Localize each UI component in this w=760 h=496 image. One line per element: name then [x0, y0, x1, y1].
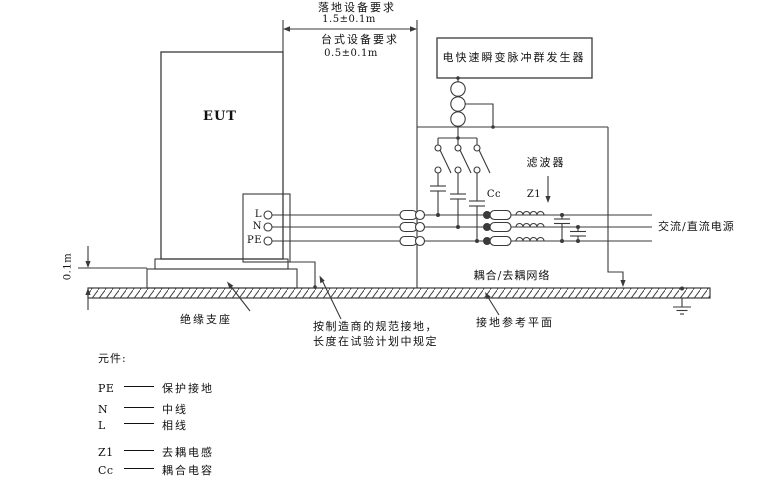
- legend-symbol: N: [98, 402, 109, 416]
- terminal-pe-label: PE: [246, 235, 262, 246]
- generator-box: [436, 37, 593, 79]
- ground-reference-plane-label: 接地参考平面: [476, 316, 554, 329]
- input-plug-connectors: [399, 209, 426, 247]
- coupling-network-label: 耦合/去耦网络: [473, 269, 551, 282]
- support-height-dim-value: 0.1m: [62, 252, 74, 281]
- legend-item-pe: PE 保护接地: [98, 380, 214, 396]
- insulating-support: [78, 258, 298, 289]
- legend-desc: 中线: [162, 403, 188, 416]
- legend-symbol: Z1: [98, 445, 114, 459]
- support-height-dimension: [85, 246, 91, 310]
- legend-item-cc: Cc 耦合电容: [98, 462, 214, 478]
- terminal-l-label: L: [254, 209, 262, 220]
- power-lines: [272, 214, 652, 242]
- legend-item-n: N 中线: [98, 401, 188, 417]
- cc-label: Cc: [486, 189, 502, 200]
- terminal-n-label: N: [252, 221, 262, 232]
- floor-equipment-dim-label: 落地设备要求: [318, 1, 396, 14]
- z1-label: Z1: [526, 189, 542, 200]
- coax-connectors: [450, 76, 495, 129]
- legend-item-z1: Z1 去耦电感: [98, 444, 214, 460]
- floor-equipment-dim-value: 1.5±0.1m: [322, 14, 376, 25]
- legend-dash: [124, 423, 154, 424]
- legend-symbol: L: [98, 418, 106, 432]
- eut-ground-wire: [290, 261, 317, 289]
- filter-label: 滤波器: [526, 156, 566, 169]
- coupling-network-box: [416, 126, 626, 288]
- decoupling-inductors-z1: [515, 210, 545, 242]
- coupling-capacitors-cc: [483, 209, 512, 247]
- legend-symbol: Cc: [98, 463, 114, 477]
- earth-symbol: [673, 286, 691, 315]
- generator-label: 电快速瞬变脉冲群发生器: [442, 51, 586, 64]
- legend-dash: [124, 450, 154, 451]
- ground-note-line2: 长度在试验计划中规定: [313, 335, 438, 348]
- legend-title: 元件:: [98, 352, 127, 365]
- legend-desc: 保护接地: [162, 382, 214, 395]
- leader-lines: [227, 275, 500, 320]
- eut-label: EUT: [203, 109, 237, 124]
- table-equipment-dim-label: 台式设备要求: [321, 33, 399, 46]
- ac-dc-power-label: 交流/直流电源: [658, 220, 735, 233]
- insulating-support-label: 绝缘支座: [180, 313, 232, 326]
- eut-terminal-box: [242, 193, 291, 263]
- legend-desc: 相线: [162, 419, 188, 432]
- legend-desc: 耦合电容: [162, 464, 214, 477]
- legend-dash: [124, 468, 154, 469]
- legend-desc: 去耦电感: [162, 446, 214, 459]
- eut-terminal-circles: [263, 210, 273, 246]
- filter-arrow: [545, 176, 551, 203]
- ground-plane: [87, 287, 711, 299]
- filter-capacitors: [554, 213, 586, 243]
- ground-note-line1: 按制造商的规范接地，: [313, 320, 438, 333]
- top-dimension: [282, 20, 418, 127]
- coupling-switches: [430, 128, 491, 243]
- legend-symbol: PE: [98, 381, 115, 395]
- table-equipment-dim-value: 0.5±0.1m: [324, 48, 378, 59]
- legend-item-l: L 相线: [98, 417, 188, 433]
- legend-dash: [124, 407, 154, 408]
- legend-dash: [124, 386, 154, 387]
